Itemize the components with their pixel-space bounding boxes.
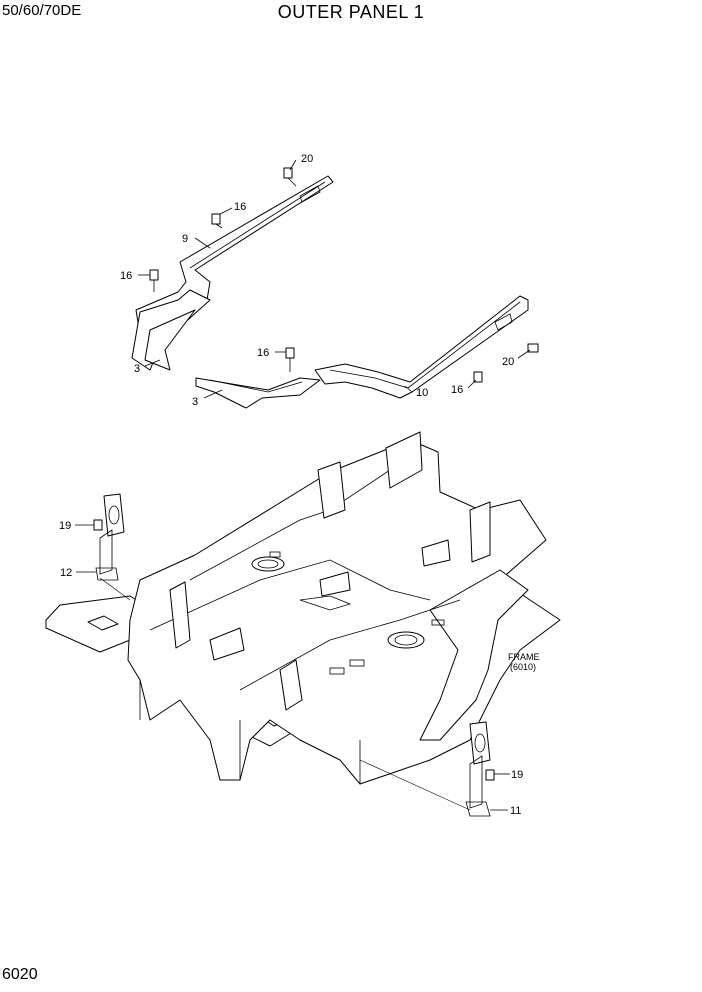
callout-16-left: 16: [120, 270, 132, 282]
callout-19-left: 19: [59, 520, 71, 532]
callout-20-right: 20: [502, 356, 514, 368]
mirror-right: [465, 721, 491, 817]
callout-3-left: 3: [134, 363, 140, 375]
callout-16-top: 16: [234, 201, 246, 213]
frame-ref-label: FRAME: [508, 652, 540, 662]
callout-12: 12: [60, 567, 72, 579]
panel-part-3-bottom: [195, 377, 321, 409]
callout-10: 10: [416, 387, 428, 399]
frame-assembly: [45, 431, 561, 811]
page-number: 6020: [2, 966, 38, 983]
callout-16-middle: 16: [257, 347, 269, 359]
callout-20-top: 20: [301, 153, 313, 165]
panel-part-10: [314, 295, 529, 399]
leader-lines: [75, 159, 531, 811]
mirror-left: [95, 493, 125, 581]
callout-11: 11: [510, 805, 521, 817]
frame-ref-number: (6010): [510, 662, 536, 672]
callout-19-right: 19: [511, 769, 523, 781]
panel-part-3-left: [131, 289, 211, 371]
callout-16-right: 16: [451, 384, 463, 396]
model-number: 50/60/70DE: [2, 2, 82, 19]
bolt-icon: [93, 167, 539, 781]
callout-9: 9: [182, 233, 188, 245]
callout-3-bottom: 3: [192, 396, 198, 408]
page-title: OUTER PANEL 1: [277, 2, 425, 22]
